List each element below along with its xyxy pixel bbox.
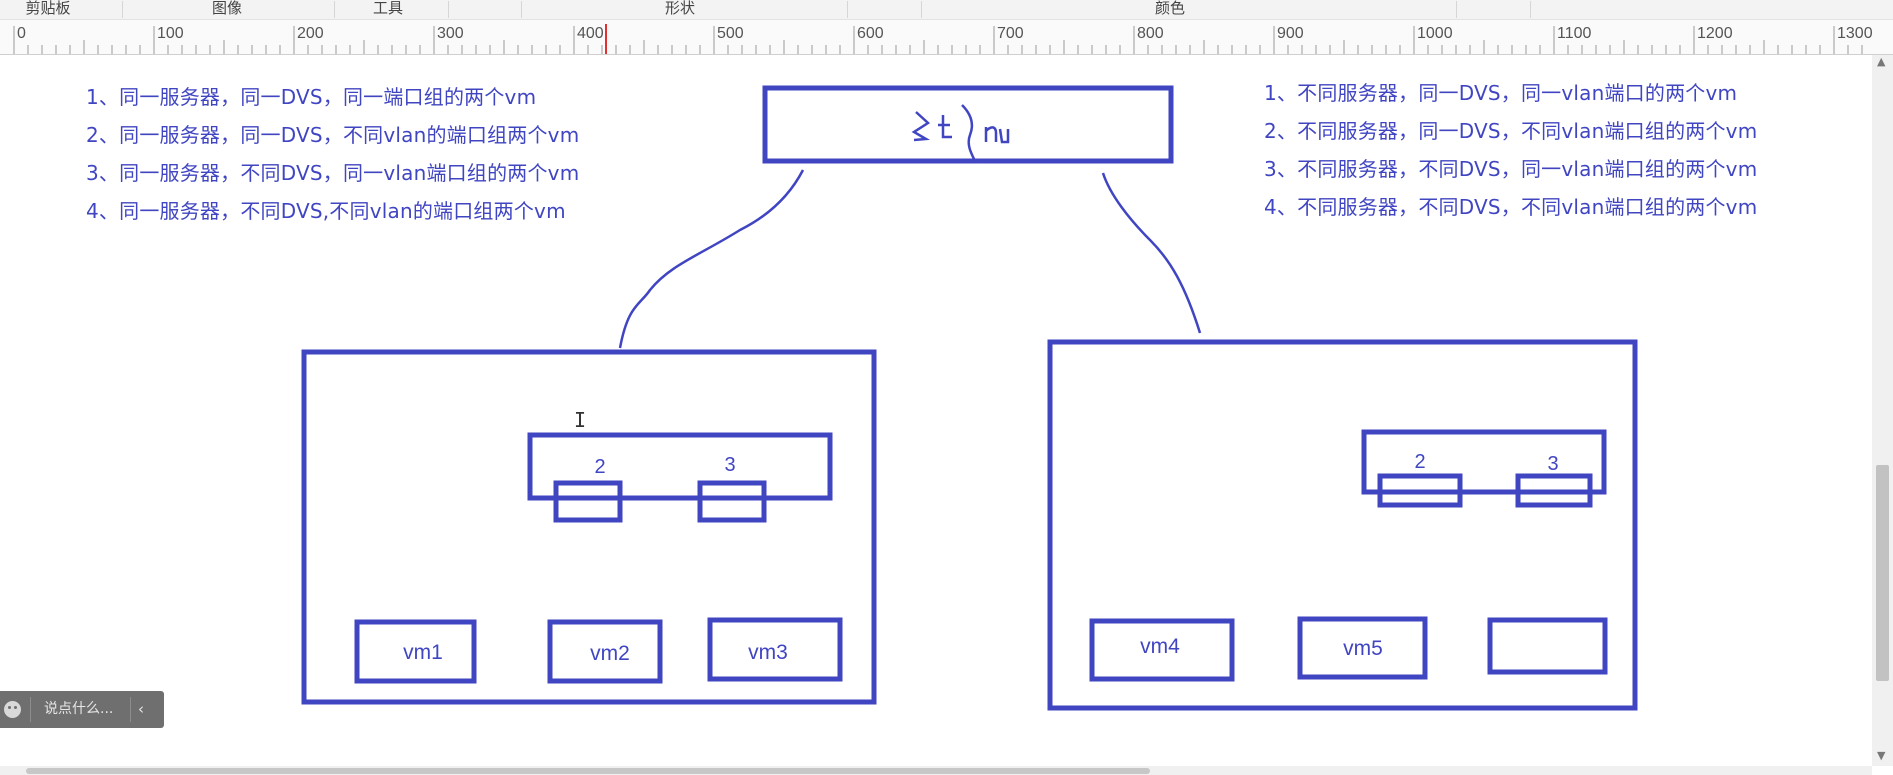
ruler-label: 800 bbox=[1137, 25, 1164, 42]
ribbon-group-clipboard[interactable]: 剪贴板 bbox=[25, 0, 71, 17]
note-left-3: 3、同一服务器，不同DVS，同一vlan端口组的两个vm bbox=[86, 161, 580, 185]
ribbon-separator bbox=[1456, 1, 1457, 18]
ribbon-separator bbox=[122, 1, 123, 18]
note-left-1: 1、同一服务器，同一DVS，同一端口组的两个vm bbox=[86, 85, 537, 109]
chevron-left-icon[interactable]: ‹ bbox=[138, 700, 144, 718]
chevron-up-icon[interactable]: ▲ bbox=[1877, 55, 1886, 68]
vm-box-vm3 bbox=[707, 617, 843, 682]
network-diagram: 2 3 2 3 vm1 vm2 vm3 vm4 vm5 bbox=[301, 85, 1638, 711]
chat-input-bar[interactable]: 说点什么... ‹ bbox=[0, 691, 164, 728]
ruler-label: 0 bbox=[17, 25, 26, 42]
switch-box bbox=[762, 85, 1174, 164]
ruler-label: 400 bbox=[577, 25, 604, 42]
note-right-3: 3、不同服务器，不同DVS，同一vlan端口组的两个vm bbox=[1264, 157, 1758, 181]
paint-canvas[interactable]: 1、同一服务器，同一DVS，同一端口组的两个vm 2、同一服务器，同一DVS，不… bbox=[0, 55, 1872, 766]
chevron-down-icon[interactable]: ▼ bbox=[1877, 749, 1886, 762]
ruler-label: 700 bbox=[997, 25, 1024, 42]
vm-label-vm1: vm1 bbox=[403, 641, 443, 664]
chat-divider bbox=[130, 697, 131, 722]
port-left-2 bbox=[553, 480, 623, 523]
note-right-4: 4、不同服务器，不同DVS，不同vlan端口组的两个vm bbox=[1264, 195, 1758, 219]
ruler-label: 600 bbox=[857, 25, 884, 42]
port-right-3 bbox=[1515, 473, 1593, 508]
ruler-label: 1300 bbox=[1837, 25, 1873, 42]
vm-label-vm3: vm3 bbox=[748, 641, 788, 664]
vm-label-vm5: vm5 bbox=[1343, 637, 1383, 660]
vm-box-vm1 bbox=[354, 619, 477, 684]
ruler-label: 500 bbox=[717, 25, 744, 42]
vm-label-vm4: vm4 bbox=[1140, 635, 1180, 658]
ruler-label: 100 bbox=[157, 25, 184, 42]
vm-box-empty bbox=[1487, 617, 1608, 675]
note-right-1: 1、不同服务器，同一DVS，同一vlan端口的两个vm bbox=[1264, 81, 1738, 105]
vm-box-vm4 bbox=[1089, 618, 1235, 682]
ribbon-group-colors[interactable]: 颜色 bbox=[1154, 0, 1185, 17]
dvs-box-right bbox=[1361, 429, 1607, 495]
port-label-right-2: 2 bbox=[1414, 451, 1425, 473]
vm-box-vm2 bbox=[547, 619, 663, 684]
chat-divider bbox=[30, 697, 31, 722]
port-label-right-3: 3 bbox=[1547, 453, 1558, 475]
ruler-label: 300 bbox=[437, 25, 464, 42]
ruler-label: 1000 bbox=[1417, 25, 1453, 42]
vm-box-vm5 bbox=[1297, 616, 1428, 680]
vertical-scroll-thumb[interactable] bbox=[1876, 465, 1889, 681]
port-right-2 bbox=[1377, 473, 1463, 508]
ribbon-group-tools[interactable]: 工具 bbox=[372, 0, 403, 17]
ribbon-group-image[interactable]: 图像 bbox=[211, 0, 242, 17]
port-label-left-2: 2 bbox=[594, 456, 605, 478]
server-box-right bbox=[1047, 339, 1638, 711]
ruler-label: 1200 bbox=[1697, 25, 1733, 42]
text-cursor-icon: I bbox=[574, 408, 587, 432]
ribbon-group-shapes[interactable]: 形状 bbox=[664, 0, 695, 17]
ruler-label: 900 bbox=[1277, 25, 1304, 42]
note-left-4: 4、同一服务器，不同DVS,不同vlan的端口组两个vm bbox=[86, 199, 566, 223]
note-right-2: 2、不同服务器，同一DVS，不同vlan端口组的两个vm bbox=[1264, 119, 1758, 143]
ribbon-separator bbox=[921, 1, 922, 18]
switch-label-scribble bbox=[911, 104, 1010, 164]
port-label-left-3: 3 bbox=[724, 454, 735, 476]
port-left-3 bbox=[697, 480, 767, 523]
horizontal-ruler: 0 100 200 300 400 500 600 700 800 900 1000 1100 1200… bbox=[0, 20, 1893, 55]
ribbon-separator bbox=[334, 1, 335, 18]
ribbon-separator bbox=[521, 1, 522, 18]
chat-placeholder[interactable]: 说点什么... bbox=[44, 701, 114, 717]
ribbon-group-bar: 剪贴板 图像 工具 形状 颜色 bbox=[0, 0, 1893, 20]
vm-label-vm2: vm2 bbox=[590, 642, 630, 665]
horizontal-scroll-thumb[interactable] bbox=[26, 768, 1150, 774]
ribbon-separator bbox=[847, 1, 848, 18]
link-right bbox=[1101, 172, 1202, 334]
server-box-left bbox=[301, 349, 877, 705]
link-left bbox=[618, 169, 805, 349]
ribbon-separator bbox=[1530, 1, 1531, 18]
vertical-scrollbar[interactable]: ▲ ▼ bbox=[1872, 55, 1893, 766]
emoji-icon[interactable] bbox=[4, 701, 21, 718]
ribbon-separator bbox=[448, 1, 449, 18]
ruler-label: 1100 bbox=[1557, 25, 1592, 42]
horizontal-scrollbar[interactable] bbox=[0, 766, 1872, 775]
note-left-2: 2、同一服务器，同一DVS，不同vlan的端口组两个vm bbox=[86, 123, 580, 147]
dvs-box-left bbox=[527, 432, 833, 501]
ruler-label: 200 bbox=[297, 25, 324, 42]
ruler-ticks: 0 100 200 300 400 500 600 700 800 900 1000 1100 1200… bbox=[13, 24, 1873, 54]
